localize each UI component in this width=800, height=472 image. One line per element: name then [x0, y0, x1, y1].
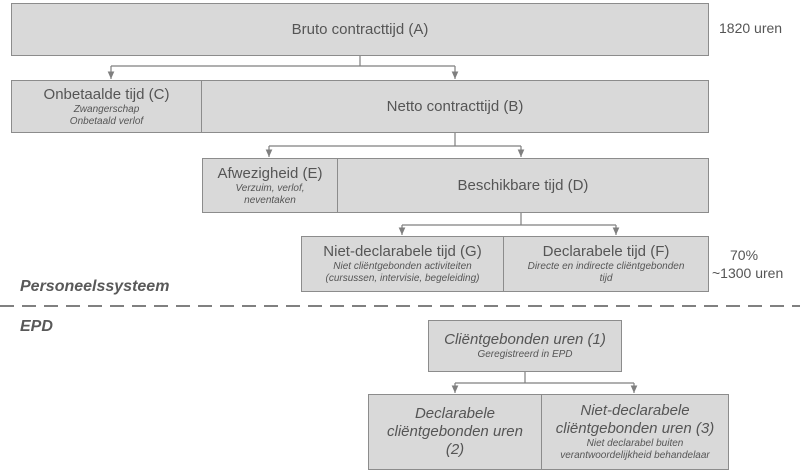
- box-niet-declarabele-tijd: Niet-declarabele tijd (G) Niet cliëntgeb…: [301, 236, 504, 292]
- box-declarabele-tijd: Declarabele tijd (F) Directe en indirect…: [503, 236, 709, 292]
- box-niet-declarabele-clientgebonden-uren: Niet-declarabele cliëntgebonden uren (3)…: [541, 394, 729, 470]
- box-beschikbare-title: Beschikbare tijd (D): [457, 176, 589, 194]
- box-bruto-contracttijd: Bruto contracttijd (A): [11, 3, 709, 56]
- box-onbetaalde-tijd: Onbetaalde tijd (C) Zwangerschap Onbetaa…: [11, 80, 202, 133]
- box-declarabele-sub1: Directe en indirecte cliëntgebonden: [527, 261, 685, 272]
- box-clientgebonden-title: Cliëntgebonden uren (1): [444, 331, 606, 348]
- approx-hours-label: ~1300 uren: [712, 265, 784, 281]
- connector-d: [402, 213, 616, 226]
- box-declarabele-sub2: tijd: [599, 273, 613, 284]
- box-niet-decl-cg-line1: Niet-declarabele: [580, 402, 690, 419]
- box-niet-decl-cg-sub2: verantwoordelijkheid behandelaar: [560, 450, 710, 461]
- box-afwezigheid-title: Afwezigheid (E): [217, 164, 323, 182]
- box-decl-cg-line3: (2): [445, 441, 465, 458]
- bruto-hours-label: 1820 uren: [719, 20, 783, 36]
- box-niet-declarabele-title: Niet-declarabele tijd (G): [323, 243, 482, 260]
- box-declarabele-title: Declarabele tijd (F): [542, 243, 670, 260]
- box-afwezigheid: Afwezigheid (E) Verzuim, verlof, neventa…: [202, 158, 338, 213]
- box-niet-declarabele-sub1: Niet cliëntgebonden activiteiten: [333, 261, 472, 272]
- box-onbetaalde-sub1: Zwangerschap: [73, 103, 140, 115]
- box-niet-decl-cg-sub1: Niet declarabel buiten: [586, 438, 684, 449]
- box-niet-decl-cg-line2: cliëntgebonden uren (3): [555, 420, 715, 437]
- box-onbetaalde-sub2: Onbetaald verlof: [69, 115, 144, 127]
- percentage-label: 70%: [730, 247, 759, 263]
- box-clientgebonden-uren: Cliëntgebonden uren (1) Geregistreerd in…: [428, 320, 622, 372]
- box-declarabele-clientgebonden-uren: Declarabele cliëntgebonden uren (2): [368, 394, 542, 470]
- box-niet-declarabele-sub2: (cursussen, intervisie, begeleiding): [325, 273, 480, 284]
- box-bruto-title: Bruto contracttijd (A): [291, 20, 429, 38]
- connector-one: [455, 372, 634, 384]
- connector-a: [111, 56, 455, 67]
- section-label-personeelssysteem: Personeelssysteem: [20, 278, 170, 295]
- connector-b: [269, 133, 521, 147]
- box-clientgebonden-sub1: Geregistreerd in EPD: [477, 349, 573, 360]
- box-netto-contracttijd: Netto contracttijd (B): [201, 80, 709, 133]
- box-decl-cg-line2: cliëntgebonden uren: [387, 423, 523, 440]
- box-decl-cg-line1: Declarabele: [414, 405, 496, 422]
- box-netto-title: Netto contracttijd (B): [386, 97, 524, 115]
- box-afwezigheid-sub2: neventaken: [244, 194, 296, 206]
- box-afwezigheid-sub1: Verzuim, verlof,: [235, 182, 305, 194]
- section-label-epd: EPD: [20, 318, 53, 335]
- box-onbetaalde-title: Onbetaalde tijd (C): [43, 85, 170, 103]
- box-beschikbare-tijd: Beschikbare tijd (D): [337, 158, 709, 213]
